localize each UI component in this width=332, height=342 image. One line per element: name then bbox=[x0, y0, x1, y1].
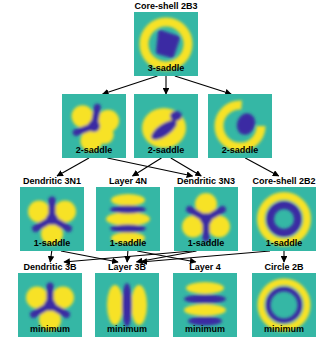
saddle-order: minimum bbox=[252, 324, 316, 334]
pattern-image: 3-saddle bbox=[134, 12, 198, 76]
pattern-image: minimum bbox=[95, 273, 159, 337]
saddle-order: 1-saddle bbox=[174, 238, 238, 248]
state-name: Core-shell 2B2 bbox=[250, 176, 318, 187]
state-name: Core-shell 2B3 bbox=[132, 1, 200, 12]
state-tile: Layer 4N 1-saddle bbox=[94, 176, 162, 251]
transition-arrow bbox=[175, 76, 231, 94]
state-tile: Layer 4 minimum bbox=[171, 262, 239, 337]
state-name: Dendritic 3N1 bbox=[18, 176, 86, 187]
transition-arrow bbox=[245, 158, 278, 176]
pattern-image: 2-saddle bbox=[208, 94, 272, 158]
transition-arrow bbox=[57, 158, 89, 176]
saddle-order: minimum bbox=[18, 324, 82, 334]
state-name-text: Dendritic 3N1 bbox=[23, 176, 81, 187]
state-name: Layer 4 bbox=[171, 262, 239, 273]
saddle-order: 2-saddle bbox=[208, 145, 272, 155]
saddle-order: 2-saddle bbox=[134, 145, 198, 155]
pattern-image: minimum bbox=[18, 273, 82, 337]
pattern-image: 1-saddle bbox=[174, 187, 238, 251]
state-tile: Dendritic 3N1 1-saddle bbox=[18, 176, 86, 251]
state-name-text: Core-shell 2B2 bbox=[252, 176, 315, 187]
transition-arrow bbox=[171, 158, 201, 176]
state-name: Circle 2B bbox=[250, 262, 318, 273]
state-tile: Dendritic 3N3 1-saddle bbox=[172, 176, 240, 251]
saddle-order: 1-saddle bbox=[252, 238, 316, 248]
transition-arrow bbox=[50, 251, 52, 262]
state-name: Dendritic 3N3 bbox=[172, 176, 240, 187]
transition-arrow bbox=[64, 251, 192, 262]
saddle-order: minimum bbox=[173, 324, 237, 334]
pattern-image: 1-saddle bbox=[96, 187, 160, 251]
transition-arrow bbox=[141, 251, 270, 262]
saddle-order: minimum bbox=[95, 324, 159, 334]
state-tile: 2-saddle bbox=[60, 94, 128, 158]
pattern-image: minimum bbox=[173, 273, 237, 337]
transition-arrow bbox=[283, 251, 284, 262]
state-name: Layer 4N bbox=[94, 176, 162, 187]
state-name-text: Layer 4N bbox=[109, 176, 147, 187]
pattern-image: 1-saddle bbox=[20, 187, 84, 251]
state-name-text: Layer 4 bbox=[189, 262, 221, 273]
pattern-image: minimum bbox=[252, 273, 316, 337]
transition-arrow bbox=[107, 158, 192, 176]
transition-arrow bbox=[133, 158, 162, 176]
saddle-order: 3-saddle bbox=[134, 63, 198, 73]
pattern-image: 2-saddle bbox=[134, 94, 198, 158]
state-name: Layer 3B bbox=[93, 262, 161, 273]
state-name-text: Layer 3B bbox=[108, 262, 146, 273]
state-tile: 2-saddle bbox=[132, 94, 200, 158]
state-tile: 2-saddle bbox=[206, 94, 274, 158]
state-tile: Dendritic 3B minimum bbox=[16, 262, 84, 337]
pattern-image: 2-saddle bbox=[62, 94, 126, 158]
state-name-text: Dendritic 3N3 bbox=[177, 176, 235, 187]
state-tile: Core-shell 2B2 1-saddle bbox=[250, 176, 318, 251]
saddle-order: 1-saddle bbox=[96, 238, 160, 248]
state-name-text: Core-shell 2B3 bbox=[134, 1, 197, 12]
state-tile: Circle 2B minimum bbox=[250, 262, 318, 337]
state-tile: Core-shell 2B3 3-saddle bbox=[132, 1, 200, 76]
transition-arrow bbox=[165, 76, 166, 94]
state-tile: Layer 3B minimum bbox=[93, 262, 161, 337]
saddle-order: 2-saddle bbox=[62, 145, 126, 155]
saddle-order: 1-saddle bbox=[20, 238, 84, 248]
state-name-text: Circle 2B bbox=[264, 262, 303, 273]
state-name: Dendritic 3B bbox=[16, 262, 84, 273]
transition-arrow bbox=[103, 76, 158, 94]
pattern-image: 1-saddle bbox=[252, 187, 316, 251]
state-name-text: Dendritic 3B bbox=[23, 262, 76, 273]
